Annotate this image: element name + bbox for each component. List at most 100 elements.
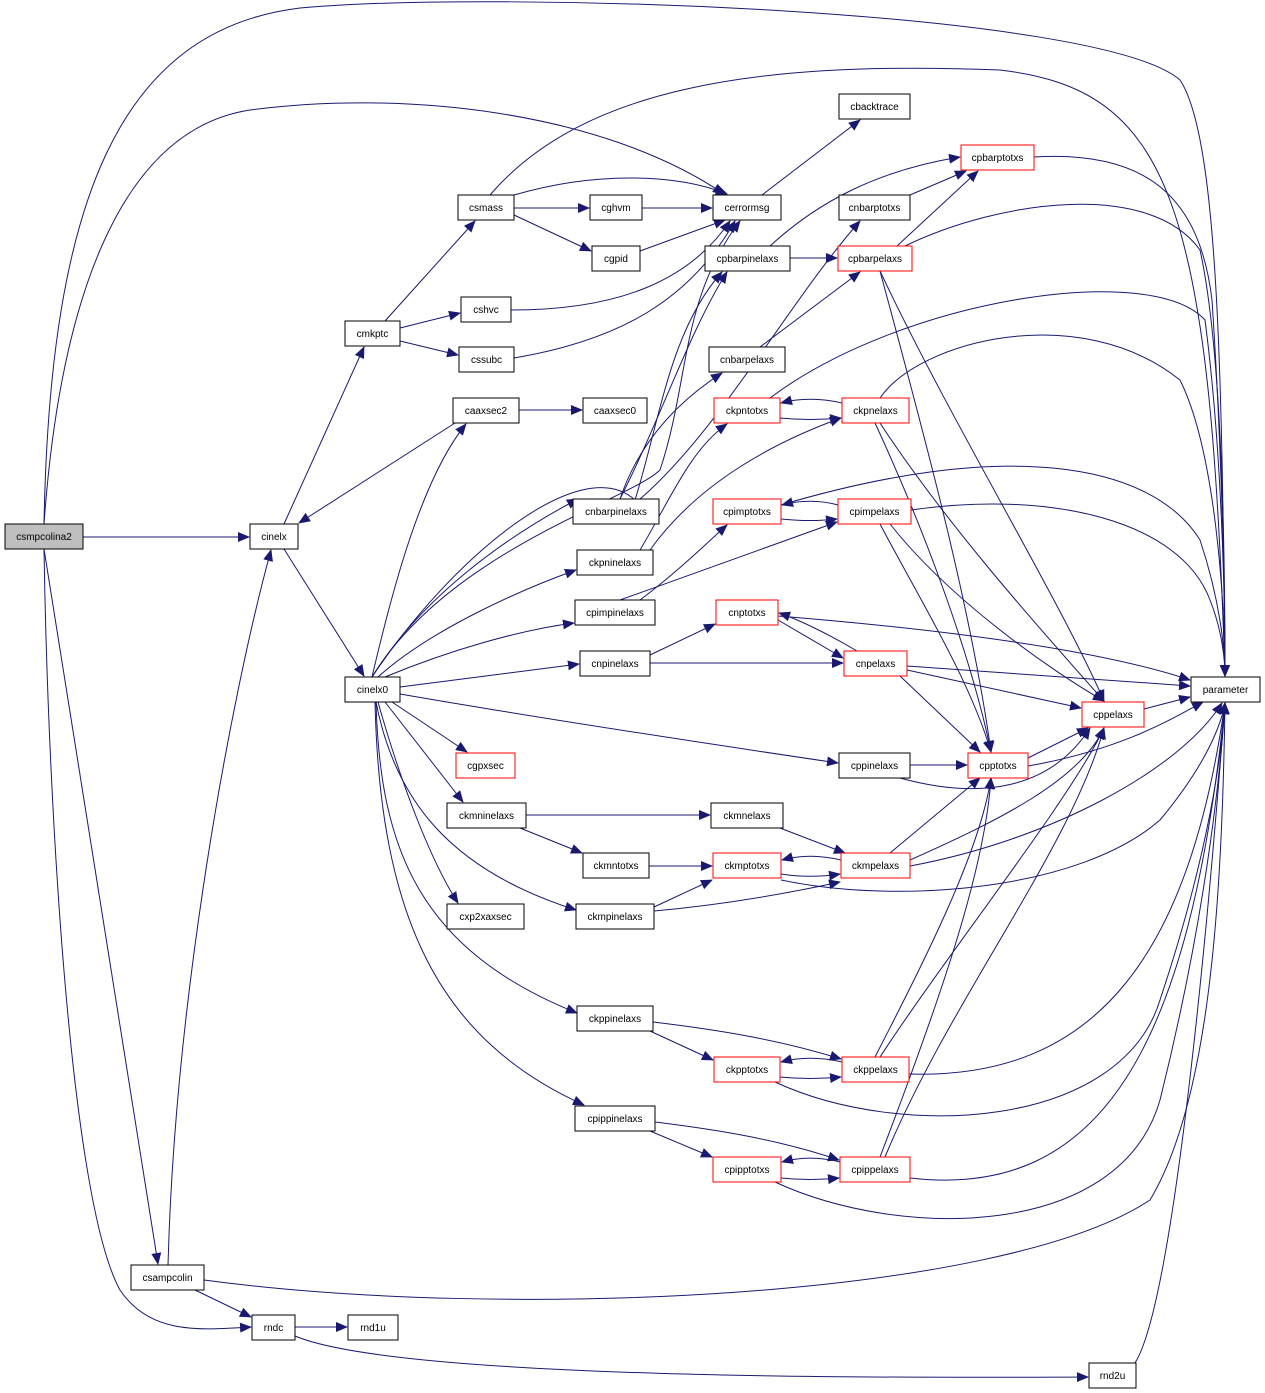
edge-cpimpinelaxs-to-cpimptotxs [639, 524, 728, 601]
node-box [840, 852, 911, 879]
node-ckppelaxs[interactable]: ckppelaxs [841, 1056, 910, 1083]
node-box [841, 1056, 910, 1083]
node-cgpid[interactable]: cgpid [591, 245, 641, 272]
edge-cpimpelaxs-to-parameter [910, 503, 1230, 677]
node-cppinelaxs[interactable]: cppinelaxs [838, 752, 911, 779]
node-cshvc[interactable]: cshvc [460, 296, 512, 323]
node-ckpninelaxs[interactable]: ckpninelaxs [576, 549, 654, 576]
node-box [712, 852, 782, 879]
node-ckpnelaxs[interactable]: ckpnelaxs [841, 397, 910, 424]
edge-cinelx0-to-ckppinelaxs [375, 701, 578, 1014]
edge-cmkptc-to-cshvc [399, 310, 461, 329]
edge-cnpelaxs-to-cpptotxs [899, 675, 981, 753]
node-label: ckmntotxs [593, 861, 638, 872]
node-cpimpelaxs[interactable]: cpimpelaxs [837, 498, 912, 525]
node-cnpelaxs[interactable]: cnpelaxs [843, 650, 908, 677]
node-parameter[interactable]: parameter [1190, 676, 1261, 703]
edge-cinelx0-to-cpippinelaxs [374, 701, 585, 1106]
node-cnbarptotxs[interactable]: cnbarptotxs [838, 194, 911, 221]
node-cnbarpelaxs[interactable]: cnbarpelaxs [708, 346, 786, 373]
edge-ckmpelaxs-to-cppelaxs [909, 727, 1105, 861]
node-cinelx[interactable]: cinelx [249, 523, 299, 550]
node-label: caaxsec2 [465, 406, 508, 417]
node-rndc[interactable]: rndc [251, 1314, 296, 1341]
edge-cerrormsg-to-cbacktrace [761, 119, 861, 196]
node-box [838, 194, 911, 221]
node-box [579, 650, 651, 677]
node-caaxsec2[interactable]: caaxsec2 [452, 397, 520, 424]
node-cxp2xaxsec[interactable]: cxp2xaxsec [446, 903, 525, 930]
node-cpbarpelaxs[interactable]: cpbarpelaxs [837, 245, 913, 272]
node-cinelx0[interactable]: cinelx0 [344, 676, 401, 703]
node-label: cnbarpinelaxs [585, 507, 647, 518]
node-cgpxsec[interactable]: cgpxsec [455, 752, 516, 779]
node-cpbarpinelaxs[interactable]: cpbarpinelaxs [704, 245, 791, 272]
edge-cpippinelaxs-to-cpippelaxs [654, 1121, 840, 1162]
node-label: cinelx0 [357, 685, 389, 696]
node-label: cpippelaxs [851, 1165, 898, 1176]
node-cppelaxs[interactable]: cppelaxs [1081, 701, 1145, 728]
node-cmkptc[interactable]: cmkptc [344, 320, 401, 347]
node-box [839, 1156, 911, 1183]
node-csmass[interactable]: csmass [457, 194, 515, 221]
node-cpbarptotxs[interactable]: cpbarptotxs [960, 144, 1035, 171]
node-box [576, 549, 654, 576]
node-box [713, 1056, 781, 1083]
node-label: rnd2u [1100, 1371, 1126, 1382]
node-ckmptotxs[interactable]: ckmptotxs [712, 852, 782, 879]
node-cbacktrace[interactable]: cbacktrace [838, 93, 911, 120]
node-ckpptotxs[interactable]: ckpptotxs [713, 1056, 781, 1083]
node-ckmntotxs[interactable]: ckmntotxs [582, 852, 650, 879]
node-box [589, 194, 643, 221]
edge-cinelx0-to-ckmpinelaxs [375, 701, 577, 912]
node-cpimpinelaxs[interactable]: cpimpinelaxs [574, 599, 656, 626]
node-box [841, 397, 910, 424]
node-ckpntotxs[interactable]: ckpntotxs [713, 397, 781, 424]
node-ckmninelaxs[interactable]: ckmninelaxs [446, 802, 527, 829]
node-cpippinelaxs[interactable]: cpippinelaxs [574, 1105, 656, 1132]
edge-cnbarpinelaxs-to-cpbarpinelaxs [619, 271, 728, 500]
edge-cnptotxs-to-cnpelaxs [777, 619, 844, 659]
node-label: caaxsec0 [594, 406, 637, 417]
node-cpipptotxs[interactable]: cpipptotxs [712, 1156, 782, 1183]
node-ckppinelaxs[interactable]: ckppinelaxs [576, 1005, 654, 1032]
node-caaxsec0[interactable]: caaxsec0 [582, 397, 648, 424]
node-rnd2u[interactable]: rnd2u [1088, 1362, 1137, 1389]
node-ckmnelaxs[interactable]: ckmnelaxs [710, 802, 784, 829]
node-ckmpinelaxs[interactable]: ckmpinelaxs [575, 903, 655, 930]
node-cnpinelaxs[interactable]: cnpinelaxs [579, 650, 651, 677]
node-box [843, 650, 908, 677]
node-label: ckpntotxs [726, 406, 768, 417]
node-cerrormsg[interactable]: cerrormsg [712, 194, 782, 221]
node-box [712, 498, 782, 525]
node-box [344, 320, 401, 347]
node-box [837, 498, 912, 525]
edge-cpippelaxs-to-cpipptotxs [781, 1154, 841, 1164]
node-ckmpelaxs[interactable]: ckmpelaxs [840, 852, 911, 879]
node-box [715, 599, 779, 626]
node-cnbarpinelaxs[interactable]: cnbarpinelaxs [572, 498, 660, 525]
node-csmpcolina2[interactable]: csmpcolina2 [4, 523, 84, 550]
node-cpptotxs[interactable]: cpptotxs [967, 752, 1029, 779]
node-csampcolin[interactable]: csampcolin [130, 1264, 205, 1291]
edge-cnpinelaxs-to-cnptotxs [649, 623, 716, 656]
node-cghvm[interactable]: cghvm [589, 194, 643, 221]
edge-cpimptotxs-to-parameter [780, 465, 1230, 677]
edge-cshvc-to-cerrormsg [510, 220, 731, 311]
node-rnd1u[interactable]: rnd1u [347, 1314, 399, 1341]
edge-cppelaxs-to-parameter [1143, 694, 1191, 710]
edge-cnpelaxs-to-cnptotxs [778, 611, 858, 652]
edge-ckmpinelaxs-to-ckmptotxs [653, 879, 713, 908]
edge-cpbarpelaxs-to-cpbarptotxs [896, 170, 979, 247]
edge-ckpnelaxs-to-ckpntotxs [780, 395, 843, 406]
node-cpimptotxs[interactable]: cpimptotxs [712, 498, 782, 525]
node-box [446, 802, 527, 829]
node-cpippelaxs[interactable]: cpippelaxs [839, 1156, 911, 1183]
edge-ckpntotxs-to-parameter [769, 291, 1230, 677]
edge-cpippelaxs-to-cppelaxs [884, 727, 1106, 1158]
edge-cpimpinelaxs-to-cpimpelaxs [619, 521, 838, 601]
node-label: ckmptotxs [724, 861, 769, 872]
node-cssubc[interactable]: cssubc [458, 346, 515, 373]
node-cnptotxs[interactable]: cnptotxs [715, 599, 779, 626]
